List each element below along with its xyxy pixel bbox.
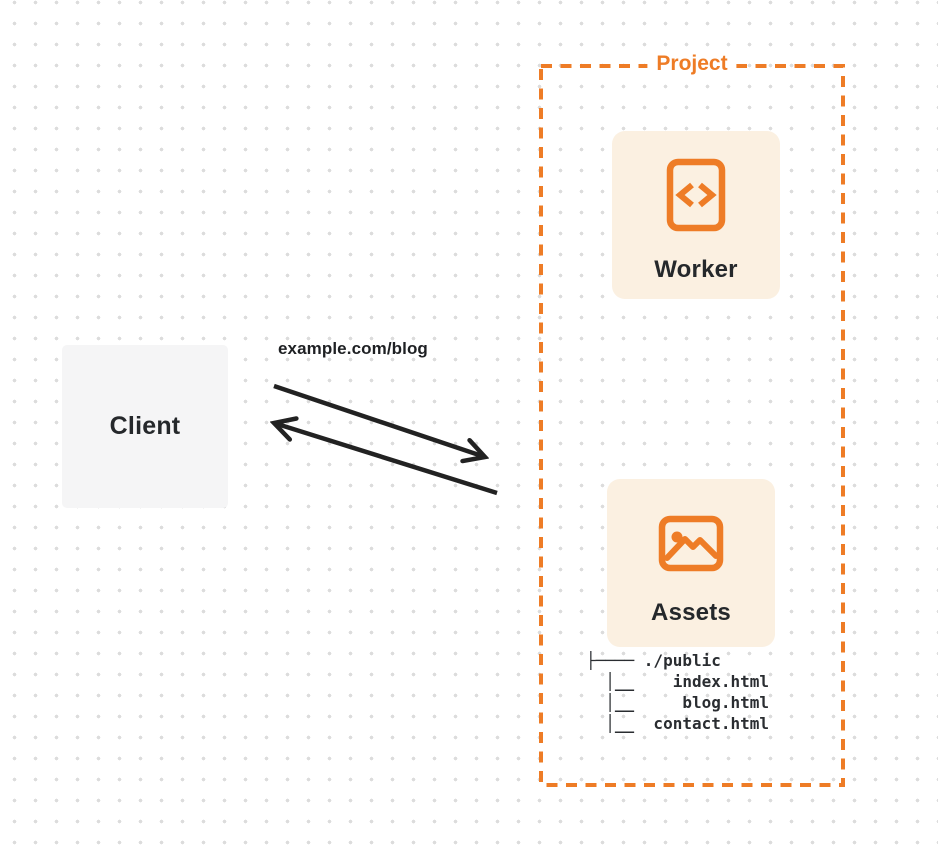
assets-label: Assets [651,599,731,626]
client-box: Client [62,345,228,508]
response-arrow [274,423,498,496]
worker-card: Worker [612,131,780,299]
project-dashed-border [539,64,845,787]
request-arrow [273,383,485,457]
client-label: Client [109,412,181,440]
project-container: Project Worker Assets ├──── ./public │__… [539,51,845,787]
worker-label: Worker [654,256,738,283]
image-icon [658,515,724,572]
project-title: Project [647,51,737,77]
assets-card: Assets [607,479,775,647]
request-url-label: example.com/blog [278,339,428,358]
code-file-icon [666,158,726,232]
assets-file-tree: ├──── ./public │__ index.html │__ blog.h… [586,651,770,733]
